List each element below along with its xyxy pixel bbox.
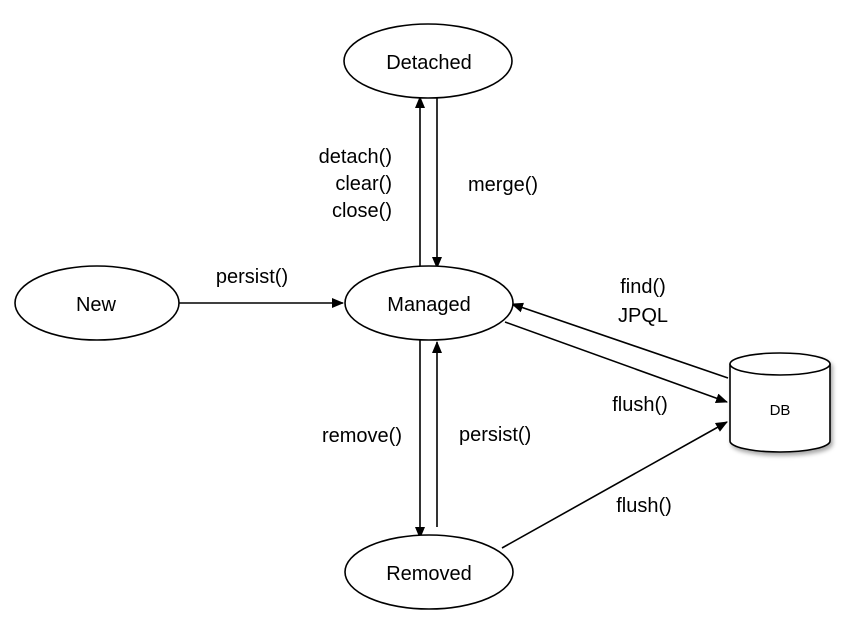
state-node-managed: Managed	[344, 265, 514, 341]
state-node-new: New	[14, 265, 180, 341]
edge-managed-to-db: flush()	[504, 321, 728, 416]
state-node-removed: Removed	[344, 534, 514, 610]
state-label: Removed	[386, 563, 472, 585]
state-node-detached: Detached	[343, 23, 513, 99]
state-label: Managed	[387, 294, 470, 316]
edge-detached-to-managed: merge()	[432, 97, 538, 269]
edge-db-to-managed: find() JPQL	[511, 276, 729, 379]
edge-removed-to-managed: persist()	[432, 341, 531, 527]
state-label: Detached	[386, 52, 472, 74]
edge-removed-to-db: flush()	[501, 421, 728, 549]
edge-label: find()	[620, 276, 666, 298]
edge-managed-to-removed: remove()	[322, 338, 425, 539]
edge-new-to-managed: persist()	[178, 266, 344, 308]
edge-managed-to-detached: detach() clear() close()	[319, 96, 425, 268]
state-label: New	[76, 294, 117, 316]
database-label: DB	[770, 402, 791, 419]
edge-label: JPQL	[618, 305, 668, 327]
edge-label: detach()	[319, 146, 392, 168]
edge-label: flush()	[612, 394, 668, 416]
edge-label: persist()	[459, 424, 531, 446]
edge-label: merge()	[468, 174, 538, 196]
edge-label: close()	[332, 200, 392, 222]
database-icon	[729, 352, 831, 453]
edge-label: persist()	[216, 266, 288, 288]
database-node: DB	[729, 352, 831, 453]
edge-label: flush()	[616, 495, 672, 517]
edge-label: remove()	[322, 425, 402, 447]
edge-label: clear()	[335, 173, 392, 195]
